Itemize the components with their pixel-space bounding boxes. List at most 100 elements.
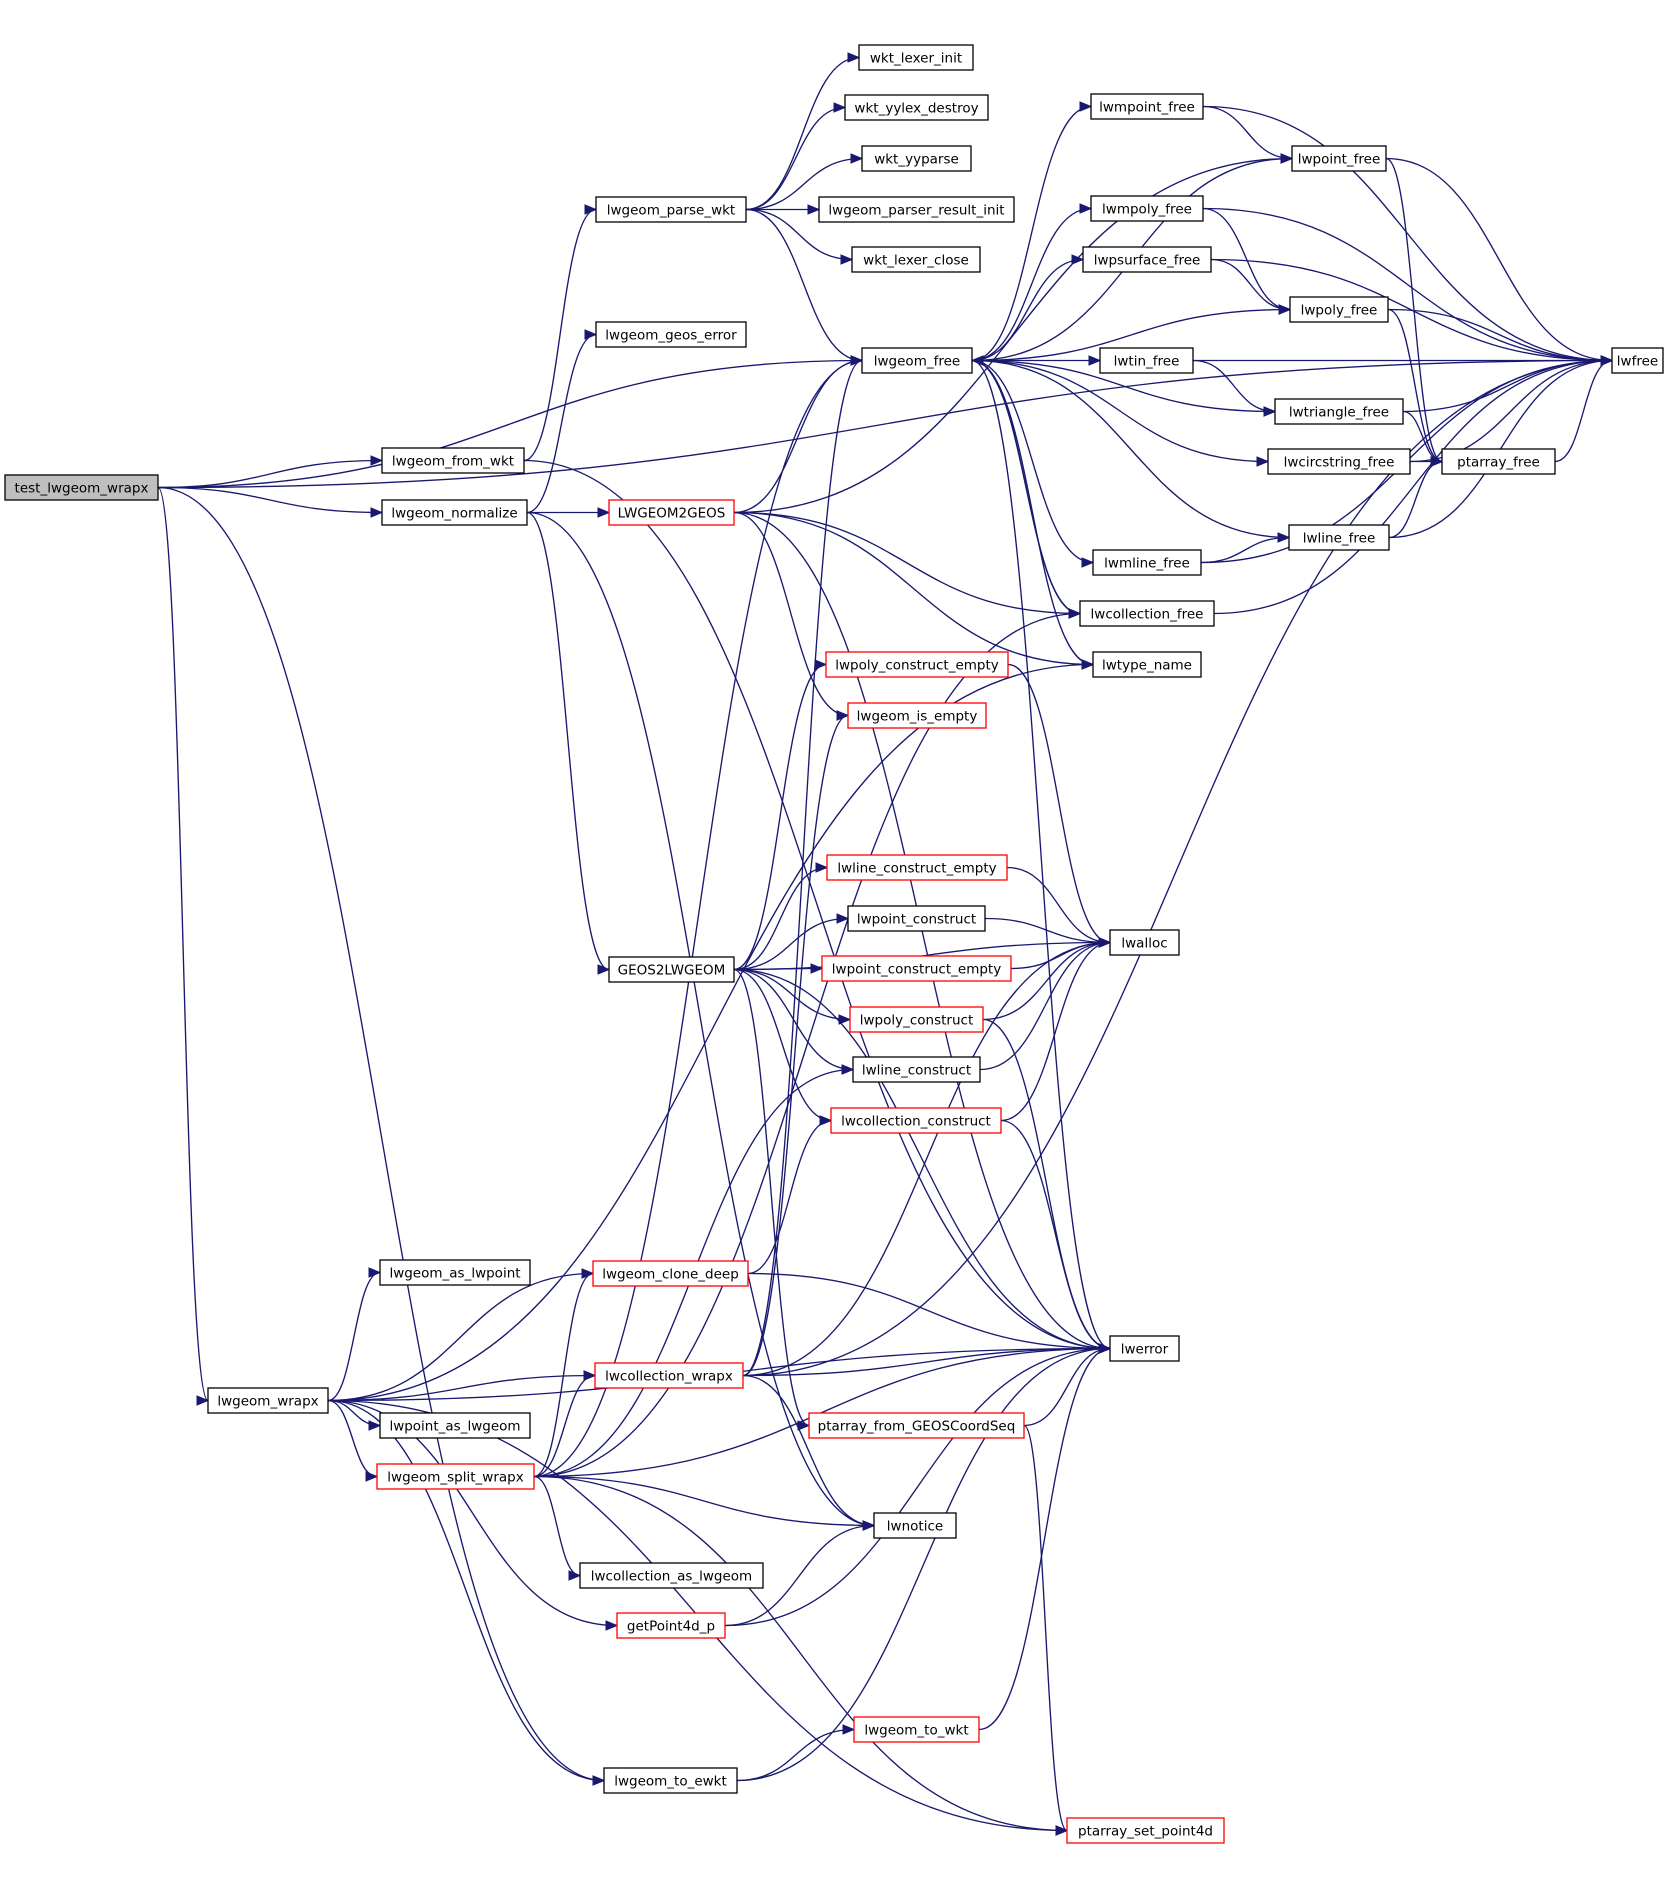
node-wkt_lexer_init[interactable]: wkt_lexer_init xyxy=(858,44,974,71)
node-box[interactable] xyxy=(1274,398,1404,425)
node-wkt_yylex_destroy[interactable]: wkt_yylex_destroy xyxy=(844,94,989,121)
node-test_lwgeom_wrapx[interactable]: test_lwgeom_wrapx xyxy=(4,474,159,501)
node-lwline_free[interactable]: lwline_free xyxy=(1288,524,1390,551)
node-lwcollection_as_lwgeom[interactable]: lwcollection_as_lwgeom xyxy=(579,1562,764,1589)
node-lwgeom_to_ewkt[interactable]: lwgeom_to_ewkt xyxy=(603,1767,738,1794)
node-lwgeom_parse_wkt[interactable]: lwgeom_parse_wkt xyxy=(595,196,747,223)
node-lwmline_free[interactable]: lwmline_free xyxy=(1092,549,1202,576)
node-box[interactable] xyxy=(616,1612,726,1639)
node-box[interactable] xyxy=(1109,1335,1180,1362)
node-lwgeom_to_wkt[interactable]: lwgeom_to_wkt xyxy=(853,1716,980,1743)
node-lwtin_free[interactable]: lwtin_free xyxy=(1099,347,1194,374)
node-box[interactable] xyxy=(4,474,159,501)
node-box[interactable] xyxy=(853,1716,980,1743)
node-box[interactable] xyxy=(825,651,1009,678)
node-lwcircstring_free[interactable]: lwcircstring_free xyxy=(1267,448,1411,475)
node-box[interactable] xyxy=(858,44,974,71)
node-box[interactable] xyxy=(1092,549,1202,576)
node-box[interactable] xyxy=(861,145,972,172)
node-box[interactable] xyxy=(830,1107,1002,1134)
node-box[interactable] xyxy=(1079,600,1215,627)
node-box[interactable] xyxy=(1611,347,1664,374)
node-lwtype_name[interactable]: lwtype_name xyxy=(1092,651,1202,678)
node-box[interactable] xyxy=(595,196,747,223)
node-box[interactable] xyxy=(818,196,1015,223)
node-box[interactable] xyxy=(808,1412,1025,1439)
node-box[interactable] xyxy=(603,1767,738,1794)
node-lwgeom_from_wkt[interactable]: lwgeom_from_wkt xyxy=(381,447,525,474)
node-lwpoly_construct[interactable]: lwpoly_construct xyxy=(849,1006,984,1033)
node-lwnotice[interactable]: lwnotice xyxy=(873,1512,957,1539)
node-lwcollection_free[interactable]: lwcollection_free xyxy=(1079,600,1215,627)
node-box[interactable] xyxy=(851,246,981,273)
node-lwpoint_free[interactable]: lwpoint_free xyxy=(1291,145,1387,172)
node-box[interactable] xyxy=(849,1006,984,1033)
node-lwalloc[interactable]: lwalloc xyxy=(1109,929,1180,956)
node-box[interactable] xyxy=(1288,524,1390,551)
node-box[interactable] xyxy=(821,955,1012,982)
node-box[interactable] xyxy=(381,447,525,474)
node-lwpoly_free[interactable]: lwpoly_free xyxy=(1289,296,1389,323)
node-box[interactable] xyxy=(381,499,528,526)
node-lwfree[interactable]: lwfree xyxy=(1611,347,1664,374)
node-lwgeom_free[interactable]: lwgeom_free xyxy=(861,347,973,374)
node-box[interactable] xyxy=(1082,246,1212,273)
node-box[interactable] xyxy=(1109,929,1180,956)
node-box[interactable] xyxy=(1291,145,1387,172)
node-box[interactable] xyxy=(852,1056,981,1083)
node-box[interactable] xyxy=(608,956,735,983)
node-box[interactable] xyxy=(1090,93,1204,120)
node-box[interactable] xyxy=(1092,651,1202,678)
node-lwcollection_wrapx[interactable]: lwcollection_wrapx xyxy=(594,1362,744,1389)
node-lwerror[interactable]: lwerror xyxy=(1109,1335,1180,1362)
node-ptarray_from_GEOSCoordSeq[interactable]: ptarray_from_GEOSCoordSeq xyxy=(808,1412,1025,1439)
node-box[interactable] xyxy=(594,1362,744,1389)
node-lwline_construct_empty[interactable]: lwline_construct_empty xyxy=(826,854,1008,881)
node-box[interactable] xyxy=(608,499,735,526)
node-box[interactable] xyxy=(207,1387,329,1414)
node-ptarray_set_point4d[interactable]: ptarray_set_point4d xyxy=(1066,1817,1225,1844)
node-box[interactable] xyxy=(861,347,973,374)
node-box[interactable] xyxy=(847,702,987,729)
node-box[interactable] xyxy=(1289,296,1389,323)
node-lwgeom_wrapx[interactable]: lwgeom_wrapx xyxy=(207,1387,329,1414)
node-box[interactable] xyxy=(379,1412,531,1439)
node-box[interactable] xyxy=(595,321,747,348)
node-box[interactable] xyxy=(873,1512,957,1539)
node-lwcollection_construct[interactable]: lwcollection_construct xyxy=(830,1107,1002,1134)
node-lwpoint_as_lwgeom[interactable]: lwpoint_as_lwgeom xyxy=(379,1412,531,1439)
node-box[interactable] xyxy=(592,1260,749,1287)
node-lwpoint_construct_empty[interactable]: lwpoint_construct_empty xyxy=(821,955,1012,982)
node-box[interactable] xyxy=(1267,448,1411,475)
node-box[interactable] xyxy=(844,94,989,121)
node-lwpoint_construct[interactable]: lwpoint_construct xyxy=(847,905,986,932)
node-box[interactable] xyxy=(376,1463,535,1490)
node-lwgeom_geos_error[interactable]: lwgeom_geos_error xyxy=(595,321,747,348)
node-box[interactable] xyxy=(826,854,1008,881)
node-lwmpoly_free[interactable]: lwmpoly_free xyxy=(1090,195,1204,222)
node-box[interactable] xyxy=(847,905,986,932)
node-LWGEOM2GEOS[interactable]: LWGEOM2GEOS xyxy=(608,499,735,526)
node-lwtriangle_free[interactable]: lwtriangle_free xyxy=(1274,398,1404,425)
node-lwgeom_as_lwpoint[interactable]: lwgeom_as_lwpoint xyxy=(379,1259,531,1286)
node-wkt_yyparse[interactable]: wkt_yyparse xyxy=(861,145,972,172)
node-box[interactable] xyxy=(1090,195,1204,222)
node-lwgeom_is_empty[interactable]: lwgeom_is_empty xyxy=(847,702,987,729)
node-ptarray_free[interactable]: ptarray_free xyxy=(1441,448,1556,475)
node-getPoint4d_p[interactable]: getPoint4d_p xyxy=(616,1612,726,1639)
node-lwgeom_normalize[interactable]: lwgeom_normalize xyxy=(381,499,528,526)
node-box[interactable] xyxy=(1441,448,1556,475)
node-GEOS2LWGEOM[interactable]: GEOS2LWGEOM xyxy=(608,956,735,983)
node-box[interactable] xyxy=(1066,1817,1225,1844)
node-lwpoly_construct_empty[interactable]: lwpoly_construct_empty xyxy=(825,651,1009,678)
node-lwpsurface_free[interactable]: lwpsurface_free xyxy=(1082,246,1212,273)
node-box[interactable] xyxy=(379,1259,531,1286)
node-box[interactable] xyxy=(1099,347,1194,374)
node-lwgeom_parser_result_init[interactable]: lwgeom_parser_result_init xyxy=(818,196,1015,223)
node-lwgeom_clone_deep[interactable]: lwgeom_clone_deep xyxy=(592,1260,749,1287)
node-box[interactable] xyxy=(579,1562,764,1589)
node-lwline_construct[interactable]: lwline_construct xyxy=(852,1056,981,1083)
node-lwgeom_split_wrapx[interactable]: lwgeom_split_wrapx xyxy=(376,1463,535,1490)
node-wkt_lexer_close[interactable]: wkt_lexer_close xyxy=(851,246,981,273)
node-lwmpoint_free[interactable]: lwmpoint_free xyxy=(1090,93,1204,120)
